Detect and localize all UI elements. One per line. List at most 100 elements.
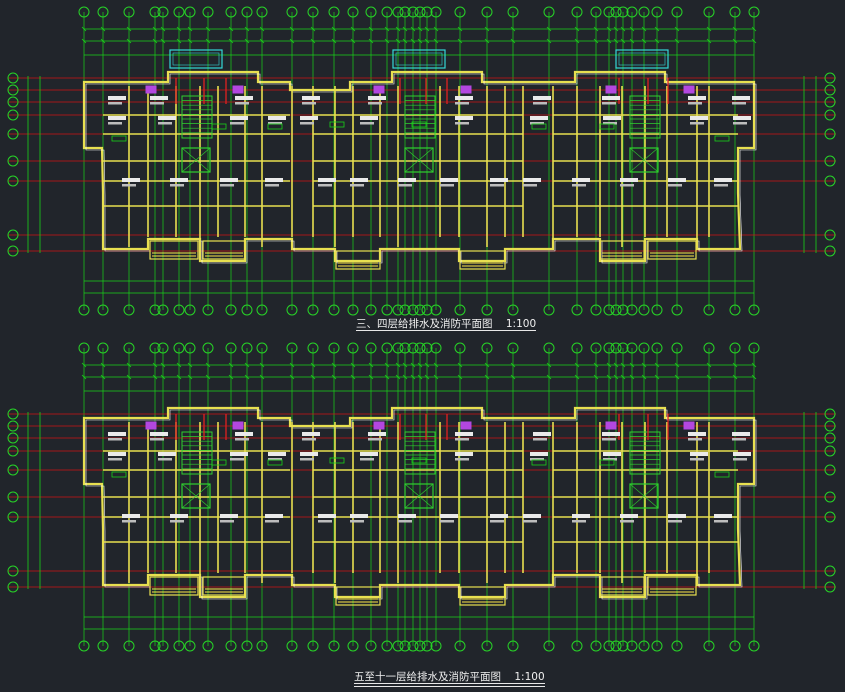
dimension-tick — [654, 38, 660, 44]
axis-bubble — [184, 640, 196, 652]
room-label-marker — [530, 452, 548, 456]
axis-bubble — [703, 304, 715, 316]
axis-bubble — [571, 304, 583, 316]
dimension-tick — [384, 362, 390, 368]
axis-bubble — [590, 304, 602, 316]
axis-bubble — [286, 304, 298, 316]
dimension-tick — [417, 362, 423, 368]
room-area-marker — [714, 184, 728, 187]
dimension-tick — [384, 26, 390, 32]
room-area-marker — [360, 458, 374, 461]
axis-bubble — [381, 342, 393, 354]
room-area-marker — [523, 520, 537, 523]
room-area-marker — [230, 458, 244, 461]
room-label-marker — [108, 96, 126, 100]
axis-bubble-left — [7, 155, 19, 167]
axis-bubble — [543, 304, 555, 316]
room-label-marker — [490, 178, 508, 182]
axis-bubble — [241, 6, 253, 18]
axis-bubble — [157, 640, 169, 652]
room-label-marker — [350, 178, 368, 182]
axis-bubble — [507, 6, 519, 18]
room-label-marker — [268, 452, 286, 456]
room-label-marker — [235, 432, 253, 436]
pipe-tag — [531, 123, 547, 130]
axis-bubble — [407, 640, 419, 652]
axis-bubble — [173, 304, 185, 316]
dimension-tick — [331, 374, 337, 380]
axis-bubble — [729, 6, 741, 18]
axis-bubble — [241, 342, 253, 354]
toilet-fixture — [373, 85, 385, 94]
plan-title-upper-text: 三、四层给排水及消防平面图 — [356, 318, 493, 330]
title-underline — [356, 330, 537, 331]
room-label-marker — [398, 514, 416, 518]
room-area-marker — [490, 184, 504, 187]
dimension-tick — [706, 38, 712, 44]
room-area-marker — [235, 438, 249, 441]
room-area-marker — [733, 122, 747, 125]
axis-bubble — [543, 6, 555, 18]
pipe-tag — [599, 459, 615, 466]
axis-bubble-left — [7, 84, 19, 96]
room-area-marker — [668, 520, 682, 523]
room-area-marker — [602, 102, 616, 105]
room-area-marker — [455, 438, 469, 441]
axis-bubble — [703, 640, 715, 652]
dimension-tick — [484, 38, 490, 44]
dimension-tick — [350, 362, 356, 368]
dimension-tick — [641, 362, 647, 368]
axis-bubble — [307, 6, 319, 18]
dimension-tick — [331, 38, 337, 44]
room-label-marker — [603, 452, 621, 456]
dimension-tick — [152, 362, 158, 368]
room-area-marker — [620, 520, 634, 523]
room-label-marker — [368, 96, 386, 100]
room-area-marker — [360, 122, 374, 125]
axis-bubble — [347, 640, 359, 652]
axis-bubble — [256, 640, 268, 652]
dimension-tick — [620, 38, 626, 44]
axis-bubble — [748, 6, 760, 18]
dimension-tick — [620, 26, 626, 32]
axis-bubble-left — [7, 229, 19, 241]
axis-bubble-right — [824, 565, 836, 577]
front-balcony — [599, 240, 645, 260]
axis-bubble — [97, 342, 109, 354]
dimension-tick — [654, 374, 660, 380]
dimension-tick — [606, 38, 612, 44]
room-label-marker — [523, 514, 541, 518]
exterior-wall-inner — [85, 73, 757, 264]
dimension-tick — [368, 38, 374, 44]
axis-bubble — [202, 6, 214, 18]
room-area-marker — [398, 184, 412, 187]
front-balcony — [202, 240, 246, 260]
dimension-tick — [259, 374, 265, 380]
dimension-tick — [410, 374, 416, 380]
room-label-marker — [300, 116, 318, 120]
axis-bubble — [481, 640, 493, 652]
dimension-tick — [289, 26, 295, 32]
dimension-tick — [331, 26, 337, 32]
dimension-tick — [100, 38, 106, 44]
elevator-shaft — [181, 147, 211, 173]
axis-bubble — [365, 342, 377, 354]
dimension-tick — [331, 362, 337, 368]
toilet-fixture — [145, 85, 157, 94]
room-label-marker — [268, 116, 286, 120]
axis-bubble — [173, 342, 185, 354]
dimension-tick — [457, 362, 463, 368]
axis-bubble — [638, 640, 650, 652]
elevator-shaft — [181, 483, 211, 509]
room-area-marker — [368, 438, 382, 441]
title-underline — [354, 683, 545, 684]
dimension-tick — [152, 26, 158, 32]
axis-bubble — [173, 6, 185, 18]
axis-bubble — [307, 640, 319, 652]
axis-bubble — [590, 640, 602, 652]
axis-bubble — [157, 304, 169, 316]
axis-bubble — [617, 640, 629, 652]
room-area-marker — [108, 122, 122, 125]
room-area-marker — [230, 122, 244, 125]
dimension-tick — [546, 26, 552, 32]
